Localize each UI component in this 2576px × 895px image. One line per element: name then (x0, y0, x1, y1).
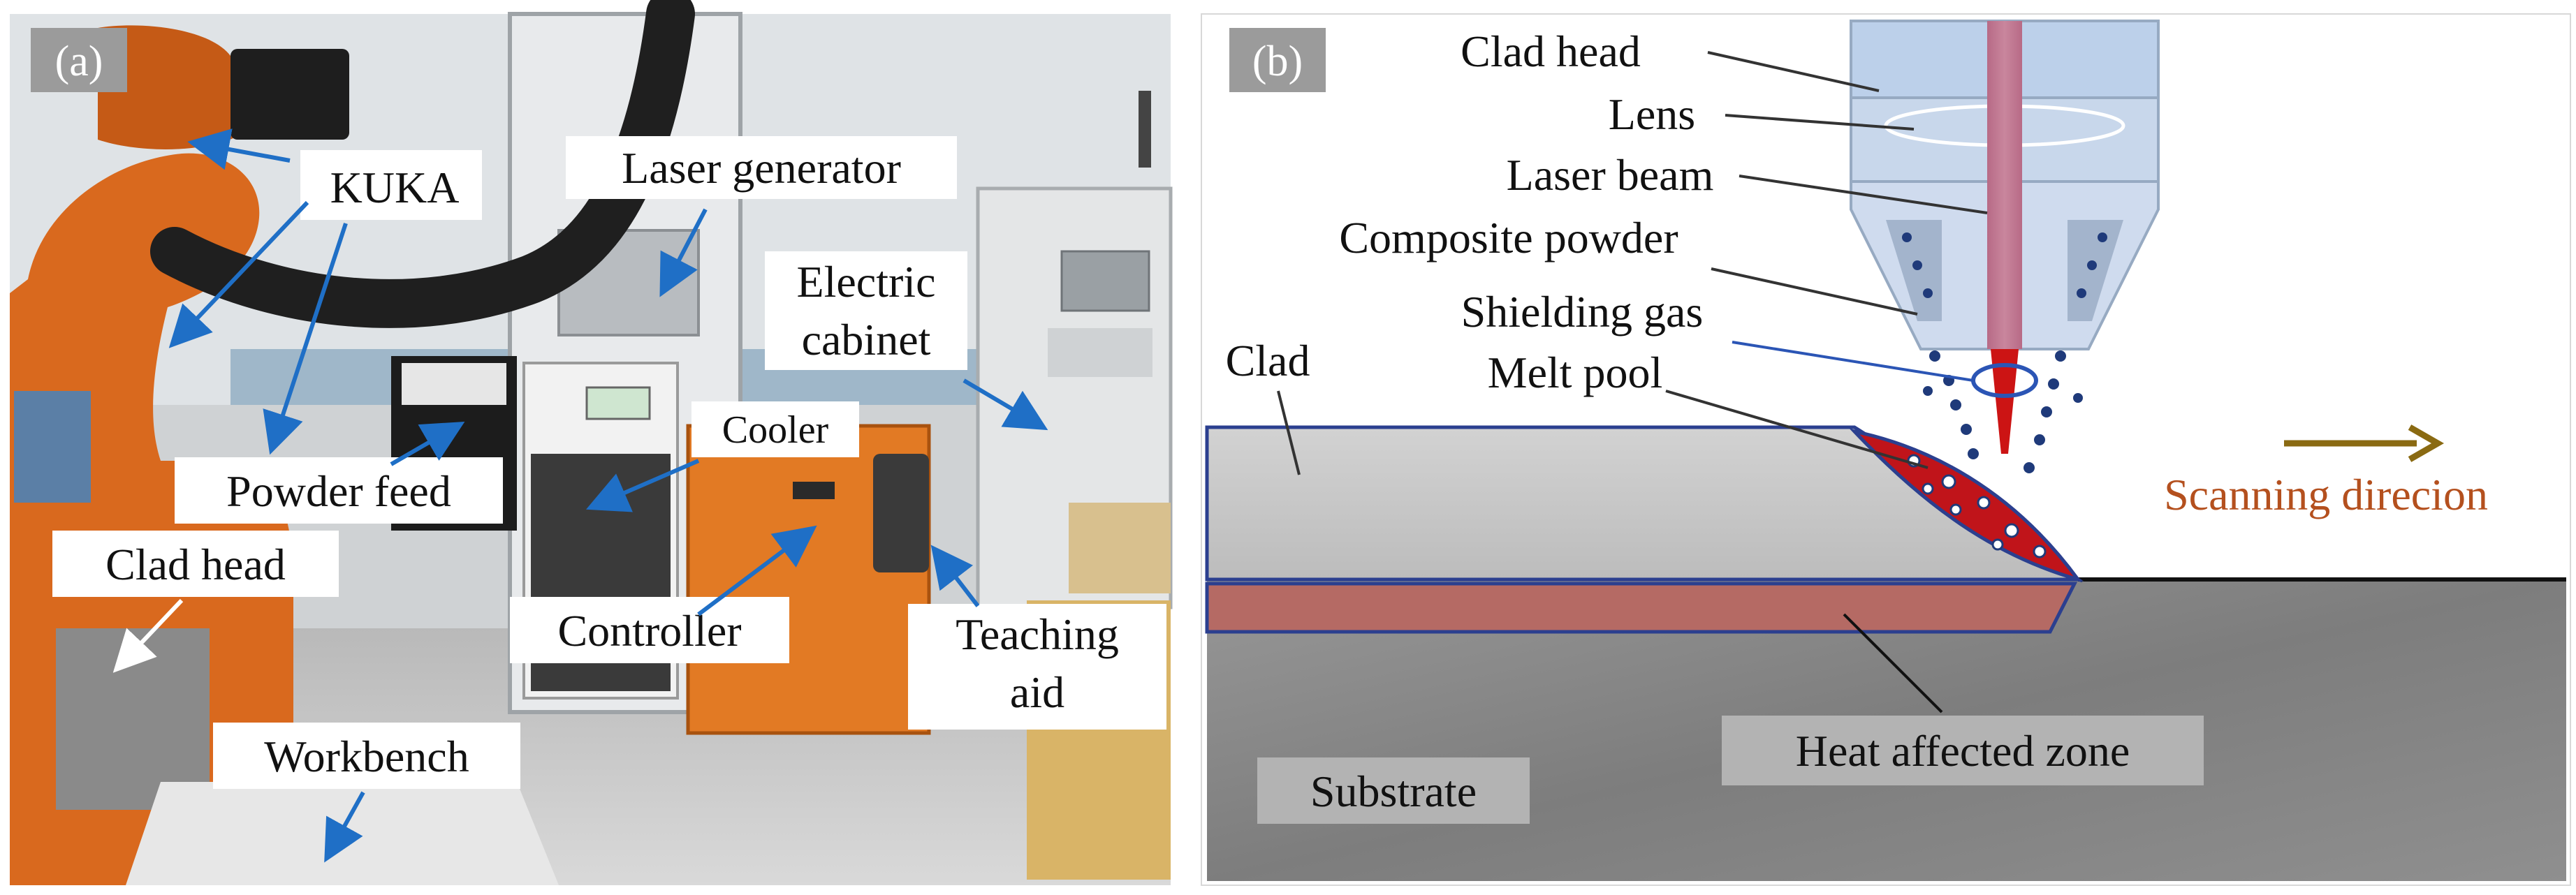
label-scanning-direction: Scanning direcion (2164, 470, 2488, 519)
label-melt-pool: Melt pool (1488, 348, 1663, 397)
label-box-clad-head (52, 531, 339, 597)
label-box-heat-affected-zone (1722, 716, 2204, 785)
robot-blue-part (14, 391, 91, 503)
label-box-controller (510, 597, 789, 663)
panel-b-tag-box (1229, 28, 1326, 92)
arrow-icon (324, 791, 365, 863)
label-controller: Controller (557, 606, 741, 656)
heat-affected-zone (1205, 582, 2078, 634)
label-substrate: Substrate (1310, 767, 1477, 816)
teaching-pendant (873, 454, 929, 572)
cooler-display (585, 386, 651, 420)
powder-particles (1902, 232, 2107, 473)
cabinet-buttons (1048, 328, 1152, 377)
arrow-icon (187, 128, 291, 170)
arrow-icon (2408, 424, 2445, 462)
label-box-kuka (300, 150, 482, 220)
label-cooler: Cooler (722, 408, 829, 452)
label-box-laser-generator (566, 136, 957, 199)
leader-line (1707, 51, 1880, 92)
label-box-workbench (213, 723, 520, 789)
arrow-icon (930, 545, 980, 607)
panel-a: (a) KUKA Laser generator Electric cabine… (10, 0, 1173, 886)
arrow-icon (263, 223, 348, 455)
leader-line (1739, 175, 1988, 214)
label-clad: Clad (1226, 336, 1310, 385)
panel-a-tag-box (31, 28, 127, 92)
label-heat-affected-zone: Heat affected zone (1796, 726, 2130, 776)
cabinet-screen (1060, 250, 1150, 312)
arrow-icon (659, 208, 708, 297)
melt-pool-particles (1907, 454, 2047, 559)
label-box-electric-cabinet (765, 251, 967, 370)
label-teaching-aid-line1: Teaching (956, 609, 1119, 659)
label-teaching-aid-line2: aid (1010, 667, 1064, 717)
label-clad-head-b: Clad head (1461, 27, 1641, 76)
kuka-robot (10, 25, 349, 886)
signal-tower (1139, 91, 1151, 168)
panel-a-tag: (a) (55, 38, 103, 85)
label-clad-head: Clad head (105, 540, 286, 589)
laser-beam (1987, 21, 2022, 349)
box (1069, 503, 1171, 593)
label-shielding-gas: Shielding gas (1461, 287, 1704, 336)
leader-line (1665, 390, 1929, 469)
arrow-icon (168, 200, 309, 348)
arrow-icon (112, 598, 184, 673)
label-electric-cabinet-line2: cabinet (802, 315, 931, 364)
label-electric-cabinet-line1: Electric (797, 257, 936, 306)
label-laser-beam: Laser beam (1507, 150, 1714, 200)
robot-arm (98, 25, 244, 149)
label-box-substrate (1257, 757, 1530, 824)
label-lens: Lens (1609, 89, 1695, 139)
leader-line (1732, 341, 1974, 382)
melt-pool (1849, 428, 2083, 583)
arrow-icon (697, 525, 817, 616)
panel-b-tag: (b) (1252, 38, 1303, 85)
label-box-teaching-aid (908, 604, 1166, 730)
arrow-icon (390, 421, 465, 466)
panel-b: (b) Clad head Lens Laser beam Composite … (1201, 13, 2571, 886)
leader-line (1725, 114, 1915, 131)
arrow-icon (963, 378, 1048, 431)
powder-feeder-front (402, 363, 506, 405)
leader-line (1711, 267, 1918, 316)
leader-line (1277, 390, 1301, 475)
laser-beam-focus (1991, 349, 2019, 454)
robot-motor (230, 49, 349, 140)
label-laser-generator: Laser generator (622, 143, 901, 193)
label-box-cooler (691, 401, 859, 457)
arrow-icon (585, 459, 700, 512)
controller-slot (793, 482, 835, 499)
label-powder-feed: Powder feed (226, 466, 451, 516)
label-box-powder-feed (175, 457, 503, 524)
label-workbench: Workbench (264, 732, 469, 781)
label-kuka: KUKA (330, 163, 460, 212)
label-composite-powder: Composite powder (1339, 213, 1678, 262)
leader-line (1843, 613, 1943, 713)
